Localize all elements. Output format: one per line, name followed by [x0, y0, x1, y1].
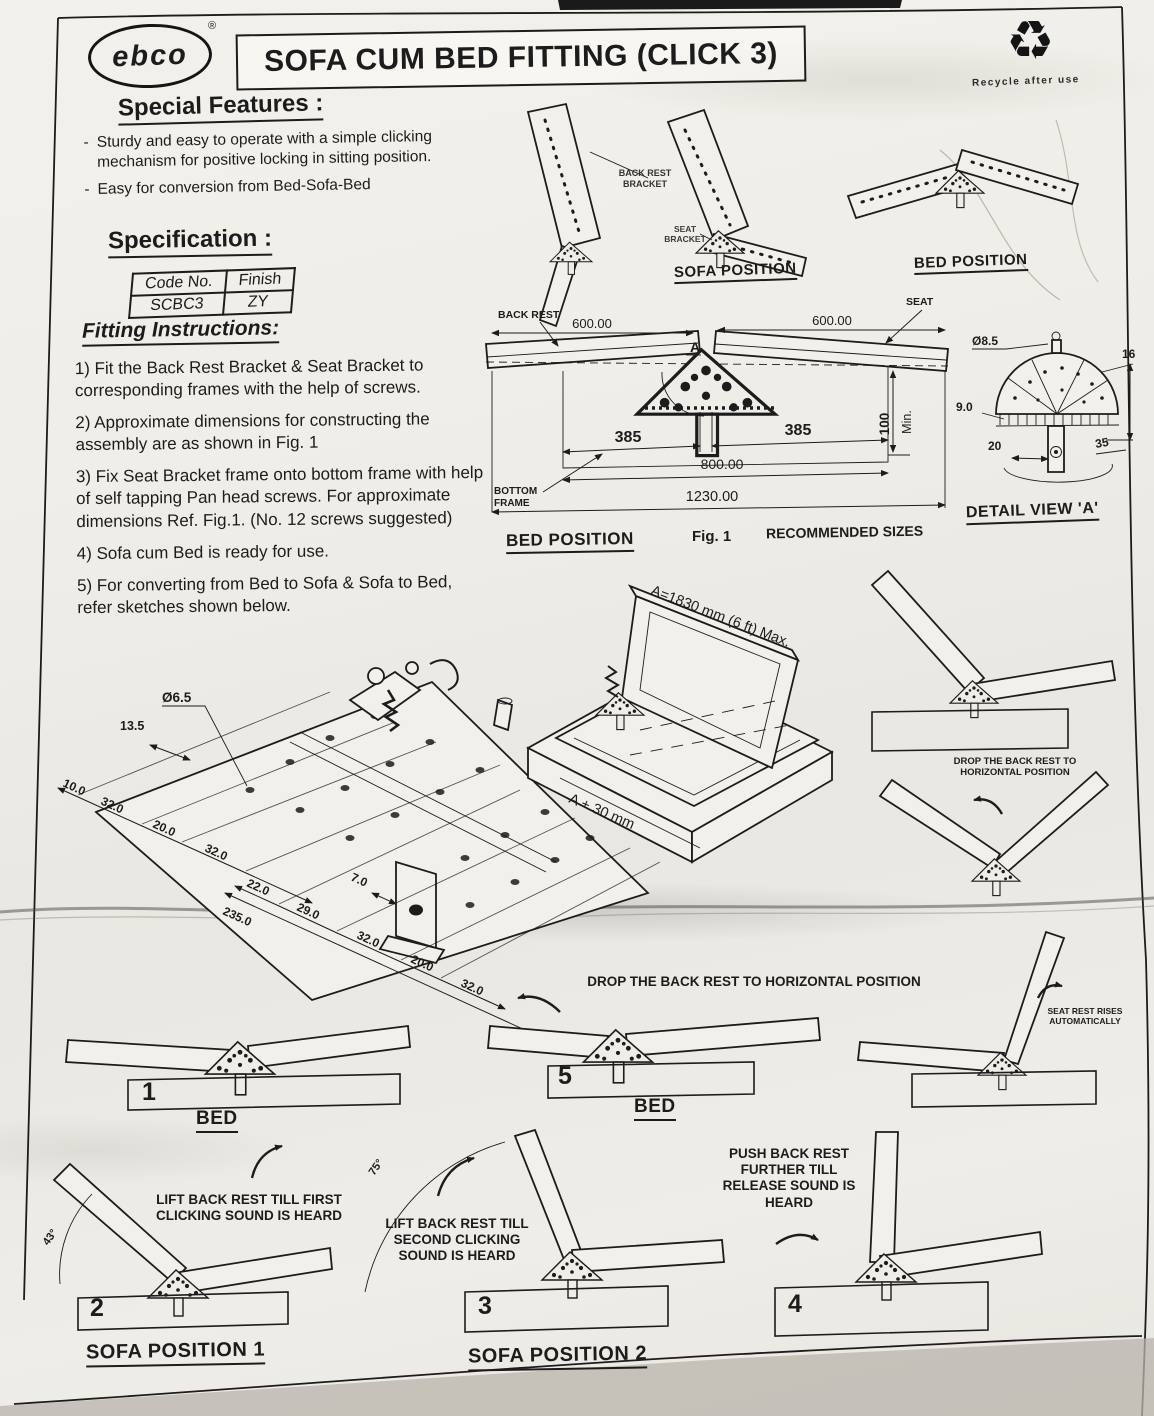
fig1-dim-385-left: 385 — [615, 429, 642, 446]
recycle-icon: ♻ — [1006, 11, 1055, 71]
page-title: SOFA CUM BED FITTING (CLICK 3) — [235, 25, 807, 91]
instruction-step: 3) Fix Seat Bracket frame onto bottom fr… — [75, 463, 484, 531]
detail-dim-16: 16 — [1122, 347, 1136, 361]
detail-dim-9: 9.0 — [956, 400, 973, 414]
right-drop-note: DROP THE BACK REST TO HORIZONTAL POSITIO… — [953, 756, 1077, 779]
instruction-step: 2) Approximate dimensions for constructi… — [75, 409, 430, 455]
detail-dim-20: 20 — [988, 439, 1002, 453]
sofa-position-caption: SOFA POSITION — [673, 259, 797, 285]
detail-dim-35: 35 — [1094, 435, 1110, 451]
page-title-text: SOFA CUM BED FITTING (CLICK 3) — [263, 36, 779, 79]
special-features-list: - Sturdy and easy to operate with a simp… — [83, 127, 436, 200]
fig1-dim-600-right: 600.00 — [812, 313, 852, 328]
recommended-sizes-caption: RECOMMENDED SIZES — [765, 522, 924, 542]
step-number-5: 5 — [558, 1062, 572, 1090]
fig1-dim-385-right: 385 — [785, 422, 812, 439]
sofa-position-1-caption: SOFA POSITION 1 — [85, 1338, 266, 1368]
angle-43-label: 43° — [41, 1227, 60, 1248]
fig1-caption: Fig. 1 — [692, 528, 732, 545]
right-sequence-sketches — [857, 569, 1117, 1108]
push-further-note: PUSH BACK REST FURTHER TILL RELEASE SOUN… — [722, 1146, 856, 1210]
special-features-heading: Special Features : — [117, 89, 324, 126]
detail-dim-dia: Ø8.5 — [972, 334, 998, 348]
specification-heading: Specification : — [107, 224, 273, 259]
bed-position-caption: BED POSITION — [913, 251, 1028, 275]
sofa-position-2-caption: SOFA POSITION 2 — [467, 1342, 648, 1372]
fig1-dim-1230: 1230.00 — [686, 489, 738, 505]
fitting-instructions-heading: Fitting Instructions: — [81, 316, 280, 347]
bracket-dim-dia: Ø6.5 — [162, 690, 192, 705]
spec-code-value: SCBC3 — [129, 292, 225, 318]
brand-name: ebco — [111, 38, 189, 73]
drop-note-5: DROP THE BACK REST TO HORIZONTAL POSITIO… — [587, 974, 921, 989]
instruction-step: 5) For converting from Bed to Sofa & Sof… — [76, 571, 453, 617]
fig1-seat-label: SEAT — [906, 296, 934, 308]
feature-item: - Sturdy and easy to operate with a simp… — [83, 127, 436, 174]
bed-caption-1: BED — [196, 1108, 238, 1133]
bullet-dash: - — [83, 133, 89, 152]
bed-3d-drawing: A=1830 mm (6 ft) Max. A + 30 mm — [526, 583, 834, 864]
spec-col-finish: Finish — [224, 268, 296, 293]
specification-table: Code No. Finish SCBC3 ZY — [129, 268, 296, 318]
instruction-step: 1) Fit the Back Rest Bracket & Seat Brac… — [74, 355, 424, 401]
bracket-iso-drawing: Ø6.5 13.5 10.0 32.0 20.0 32.0 22.0 29.0 … — [58, 659, 661, 1047]
bed-caption-5: BED — [634, 1096, 676, 1121]
seat-rises-note: SEAT REST RISES AUTOMATICALLY — [1047, 1006, 1123, 1027]
fig1-dim-600-left: 600.00 — [572, 316, 612, 331]
detail-view-a-drawing: Ø8.5 16 9.0 20 35 — [956, 331, 1136, 483]
registered-mark: ® — [208, 20, 217, 32]
bottom-frame-label: BOTTOM FRAME — [494, 486, 538, 509]
bracket-chain2-4: 32.0 — [459, 976, 486, 999]
fig1-dim-800: 800.00 — [701, 456, 744, 472]
feature-item-text: Sturdy and easy to operate with a simple… — [96, 127, 433, 172]
bracket-dim-7: 7.0 — [349, 870, 370, 890]
fig1-bed-position-caption: BED POSITION — [505, 528, 635, 555]
step-number-1: 1 — [142, 1078, 156, 1106]
step-number-4: 4 — [788, 1290, 802, 1318]
lift-second-note: LIFT BACK REST TILL SECOND CLICKING SOUN… — [385, 1216, 529, 1264]
top-bracket-views — [526, 102, 1080, 328]
instruction-step: 4) Sofa cum Bed is ready for use. — [76, 541, 330, 563]
back-rest-bracket-label: BACK REST BRACKET — [618, 168, 672, 189]
bracket-dim-135: 13.5 — [120, 719, 144, 733]
bullet-dash: - — [84, 180, 90, 198]
fig1-back-rest-label: BACK REST — [498, 309, 560, 321]
fitting-instructions-list: 1) Fit the Back Rest Bracket & Seat Brac… — [75, 354, 490, 619]
fig1-dim-min: Min. — [900, 410, 914, 434]
step-number-3: 3 — [478, 1292, 492, 1320]
lift-first-note: LIFT BACK REST TILL FIRST CLICKING SOUND… — [156, 1192, 343, 1224]
angle-75-label: 75° — [367, 1157, 386, 1178]
fig1-point-a: A — [690, 339, 700, 355]
seat-bracket-label: SEAT BRACKET — [664, 224, 706, 245]
spec-finish-value: ZY — [222, 290, 294, 315]
fig1-drawing: 600.00 600.00 A BACK REST SEAT 385 385 8… — [485, 296, 949, 516]
step-number-2: 2 — [90, 1294, 104, 1322]
fig1-dim-100: 100 — [877, 413, 892, 436]
